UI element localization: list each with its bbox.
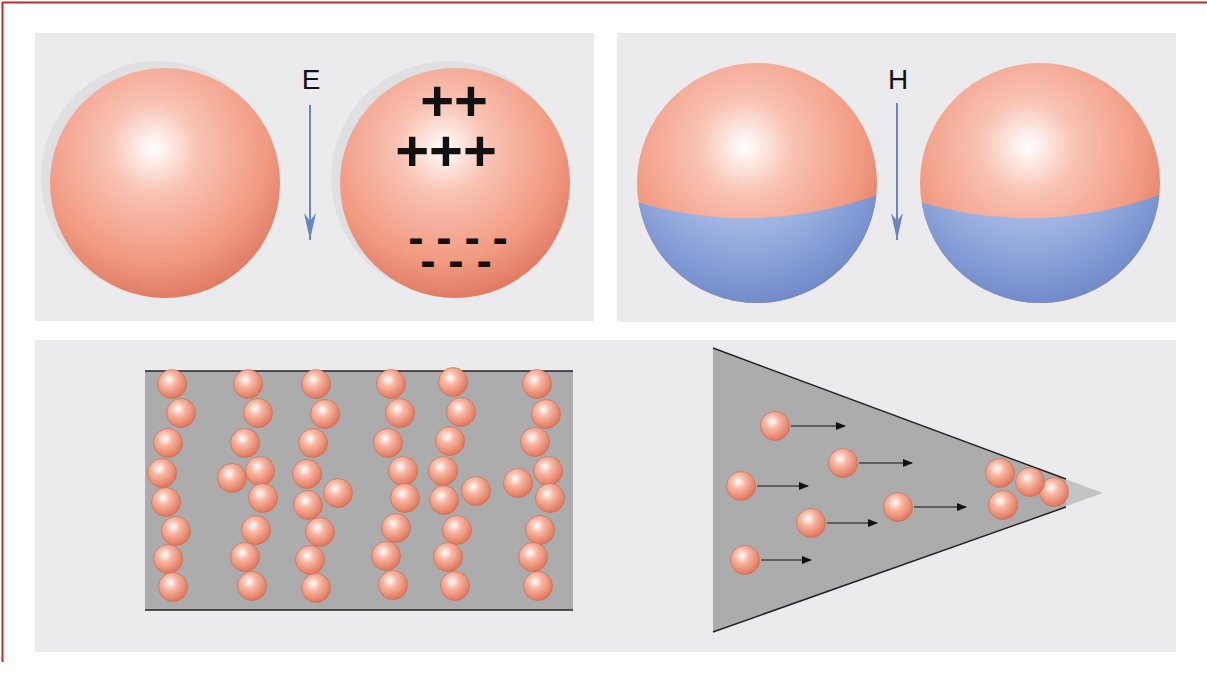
particle-chains bbox=[148, 368, 565, 603]
charge-sign: - - - bbox=[420, 237, 492, 283]
field-label: H bbox=[888, 66, 908, 94]
charge-sign: +++ bbox=[395, 122, 497, 180]
field-label: E bbox=[302, 66, 321, 94]
moving-particles bbox=[727, 412, 1069, 575]
